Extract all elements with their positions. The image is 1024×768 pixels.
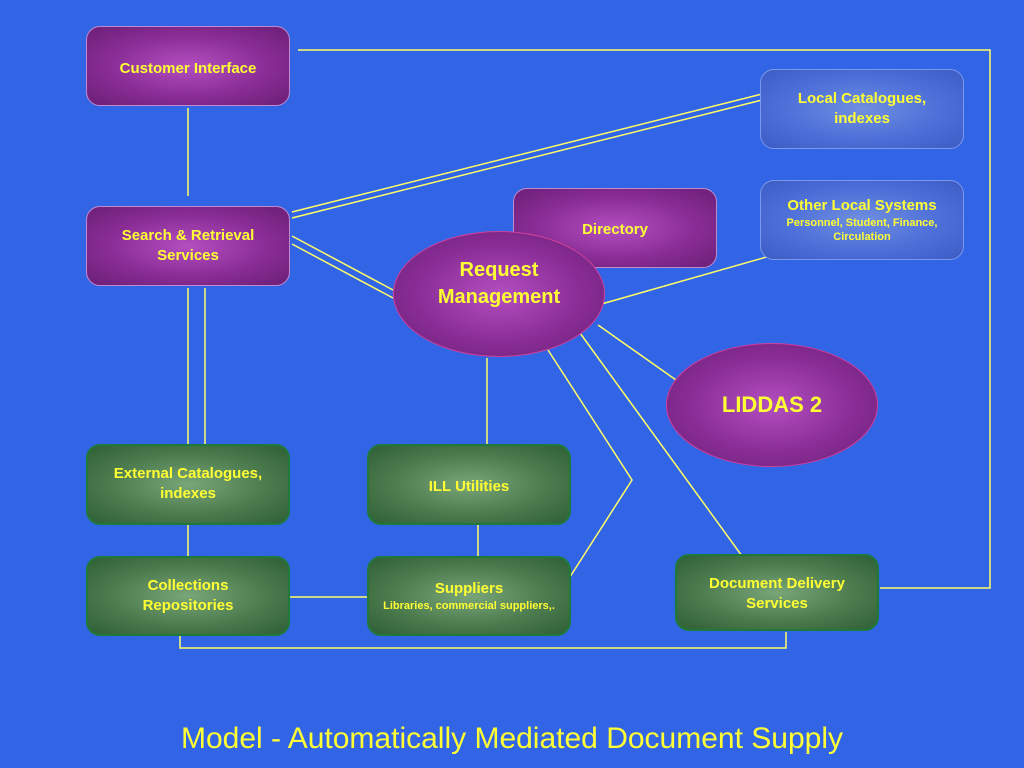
ill-utilities-label: ILL Utilities [428, 478, 510, 495]
search-retrieval-label: Search & Retrieval Services [121, 227, 255, 264]
other-local-systems-node: Other Local Systems Personnel, Student, … [760, 180, 964, 260]
search-retrieval-node: Search & Retrieval Services [86, 206, 290, 286]
customer-interface-node: Customer Interface [86, 26, 290, 106]
local-catalogues-node: Local Catalogues, indexes [760, 69, 964, 149]
slide-title: Model - Automatically Mediated Document … [181, 722, 843, 755]
suppliers-label: Suppliers [434, 580, 504, 597]
liddas-label: LIDDAS 2 [721, 392, 823, 417]
suppliers-node: Suppliers Libraries, commercial supplier… [367, 556, 571, 636]
external-catalogues-node: External Catalogues, indexes [86, 444, 290, 525]
other-local-systems-label: Other Local Systems [787, 197, 937, 214]
ill-utilities-node: ILL Utilities [367, 444, 571, 525]
document-delivery-label: Document Delivery Services [709, 575, 845, 612]
external-catalogues-label: External Catalogues, indexes [113, 465, 263, 502]
directory-label: Directory [582, 221, 648, 238]
request-management-label: Request Management [437, 259, 561, 308]
document-delivery-node: Document Delivery Services [675, 554, 879, 631]
local-catalogues-label: Local Catalogues, indexes [797, 90, 927, 127]
collections-node: Collections Repositories [86, 556, 290, 636]
customer-interface-label: Customer Interface [119, 60, 257, 77]
liddas-node: LIDDAS 2 [666, 343, 878, 467]
request-management-node: Request Management [393, 231, 605, 357]
suppliers-sub: Libraries, commercial suppliers,. [383, 600, 555, 612]
collections-label: Collections Repositories [142, 577, 234, 614]
other-local-systems-sub: Personnel, Student, Finance, Circulation [786, 217, 938, 243]
